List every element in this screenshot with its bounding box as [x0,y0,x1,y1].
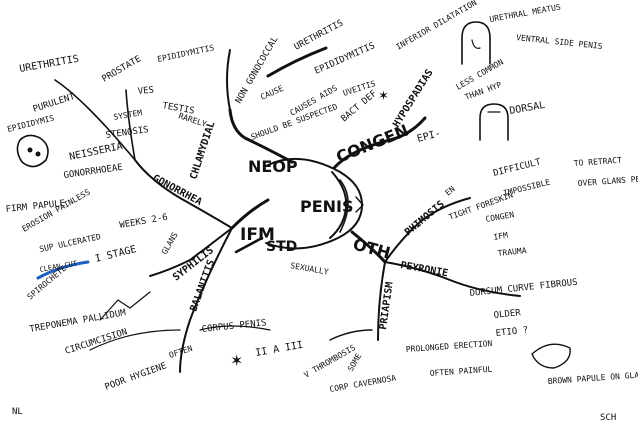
label-purulent: PURULENT [32,92,77,115]
label-corpus-penis: CORPUS PENIS [201,318,267,335]
label-neisseria: NEISSERIA [68,141,123,163]
glans-inner-curve [339,179,349,233]
label-ifm-oth: IFM [493,231,509,242]
meatus-mark [355,196,364,213]
branch-v-thrombosis [329,329,373,341]
branch-std [234,236,264,254]
label-weeks: WEEKS 2-6 [119,213,169,231]
label-ventral-side: VENTRAL SIDE PENIS [516,33,603,51]
center-node: PENIS [265,157,364,250]
label-peyronie: PEYRONIE [399,260,448,279]
label-brown-papule: BROWN PAPULE ON GLANS [548,370,638,386]
label-std-sub: SEXUALLY [290,261,330,277]
branch-chlamydial [226,49,231,111]
corona-curve [329,171,348,239]
label-neop: NEOP [248,157,298,176]
label-urethritis-left: URETHRITIS [19,54,80,75]
star-icon-top: ✶ [378,89,389,104]
branch-congen [332,116,427,170]
label-cause: CAUSE [259,84,285,102]
label-std: STD [266,239,297,255]
label-sup-ulcerated: SUP ULCERATED [39,232,102,254]
branch-spiro [99,291,151,321]
branch-phimosis [384,197,471,263]
label-ii-iii: II A III [255,340,304,359]
branch-balanitis [179,227,233,373]
label-epididymitis: EPIDIDYMITIS [313,41,376,77]
glans-outline [265,157,363,250]
label-phimosis: PHIMOSIS [403,199,447,238]
label-corp-cavernosa: CORP CAVERNOSA [329,373,397,394]
highlight-stroke [36,260,90,280]
label-urethral-meatus: URETHRAL MEATUS [489,3,562,24]
diplococci-dot-1 [27,147,33,153]
label-chlamydial: CHLAMYDIAL [188,120,217,181]
branch-corpus [199,325,271,331]
label-older: OLDER [493,308,522,321]
branch-oth [350,230,387,264]
branch-priapism [377,261,386,341]
label-glans-left: GLANS [160,230,180,256]
branch-neop [228,108,294,164]
label-hypospadias: HYPOSPADIAS [391,68,435,130]
label-epididymis-top: EPIDIDYMITIS [157,43,216,64]
label-often-painful: OFTEN PAINFUL [430,365,493,378]
label-poor-hygiene: POOR HYGIENE [104,361,169,393]
label-stenosis: STENOSIS [105,125,149,141]
branch-urethritis-left [54,79,136,161]
label-urethritis-top: URETHRITIS [293,18,346,52]
label-inf-system: SYSTEM [113,108,143,122]
branch-circumcision [89,329,181,351]
label-over-glans: OVER GLANS PENIS [578,174,638,188]
initials-right: SCH [600,413,616,423]
brown-papule-sketch [531,343,571,369]
label-prostate: PROSTATE [101,54,144,84]
label-difficult: DIFFICULT [492,157,542,179]
label-prolonged: PROLONGED ERECTION [406,339,493,354]
label-epididymis-left: EPIDIDYMIS [6,114,55,134]
branch-prostate [125,89,136,161]
dorsal-penis-sketch [479,103,509,141]
label-circumcision: CIRCUMCISION [64,327,129,357]
ventral-penis-sketch [461,21,491,65]
label-i-stage: I STAGE [94,244,138,265]
label-en: EN [444,184,457,197]
label-epi: EPI- [416,128,442,145]
label-congen-oth: CONGEN [485,210,515,224]
label-impossible: IMPOSSIBLE [502,178,551,198]
label-etio: ETIO ? [495,326,528,339]
label-gonorrhoeae: GONORRHOEAE [63,163,123,181]
label-dorsal: DORSAL [509,100,546,117]
star-icon: ✶ [230,351,243,370]
branch-peyronie [384,261,521,297]
label-dorsum: DORSUM CURVE FIBROUS [469,278,578,299]
diplococci-icon [16,134,49,168]
branch-ifm [230,198,270,230]
branch-syphilis [149,227,233,277]
label-to-retract: TO RETRACT [574,156,623,168]
branch-neop-sub [266,46,328,78]
label-ifm: IFM [240,225,275,245]
label-ves: VES [137,86,154,97]
branch-gonorrhea [134,159,233,229]
label-trauma: TRAUMA [497,246,527,258]
center-label: PENIS [300,197,354,216]
initials-left: NL [12,407,23,417]
ventral-meatus-sketch [471,39,481,49]
diplococci-dot-2 [35,151,41,157]
